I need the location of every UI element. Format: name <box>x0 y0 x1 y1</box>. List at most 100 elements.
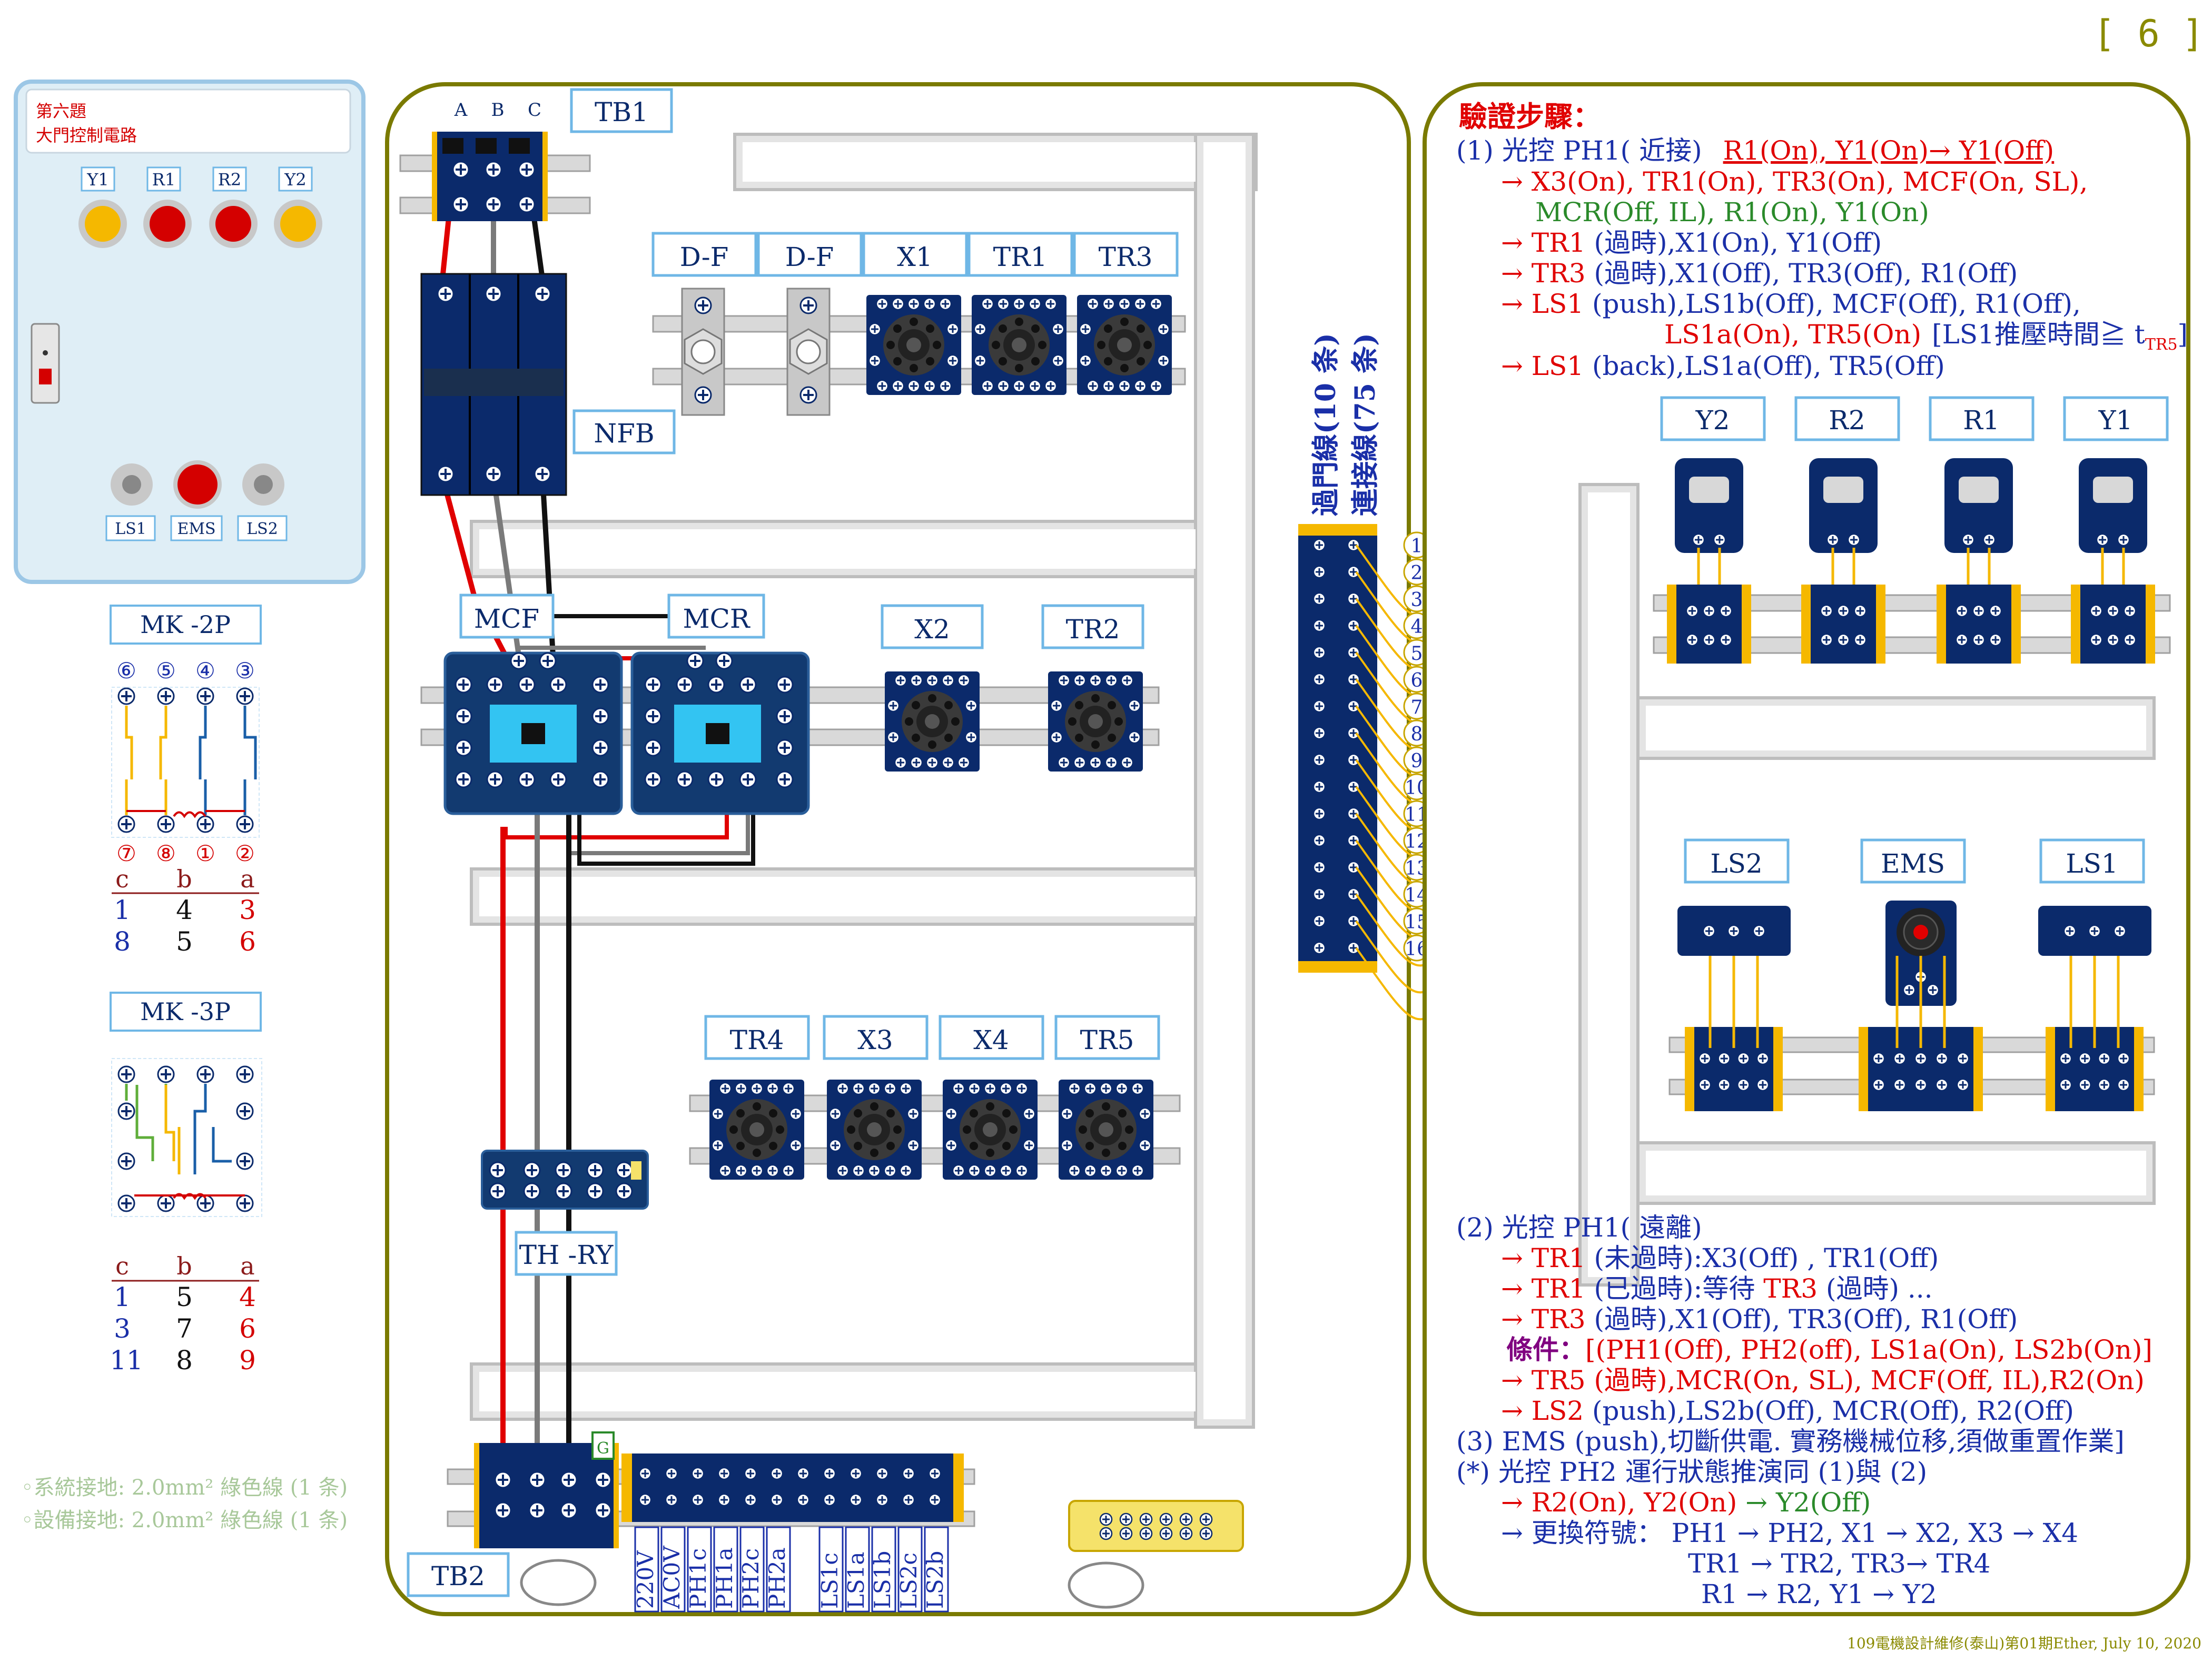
mid-row-components: X2 TR2 <box>881 604 1144 772</box>
svg-text:LS1a(On), TR5(On)[LS1推壓時間≧ tTR: LS1a(On), TR5(On)[LS1推壓時間≧ tTR5] <box>1664 319 2188 354</box>
tb2-terminal-label: PH1c <box>685 1548 711 1609</box>
bridge-number: 6 <box>1411 670 1423 691</box>
step1-result: R1(On), Y1(On)→ Y1(Off) <box>1723 135 2055 166</box>
fuse-holder-2 <box>786 288 831 416</box>
field-y1-tag: Y1 <box>2098 405 2133 436</box>
bridge-number: 2 <box>1411 562 1423 584</box>
lamp-label-y2: Y2 <box>284 170 306 190</box>
door-wire-note: 過門線(10 条) <box>1310 333 1342 516</box>
step1-line7-a: → LS1 <box>1501 351 1584 381</box>
ground-terminal-label: G <box>597 1439 609 1458</box>
tr3-tag: TR3 <box>1099 242 1153 272</box>
field-lamps: Y2 R2 R1 Y1 <box>1660 396 2169 664</box>
bridge-number: 7 <box>1411 697 1423 718</box>
mk3p-col-b: b <box>176 1252 192 1280</box>
field-r2-tag: R2 <box>1829 405 1865 436</box>
df2-tag: D-F <box>785 242 834 272</box>
step2-title: (2) 光控 PH1( 遠離) <box>1456 1212 1702 1243</box>
x1-tag: X1 <box>897 242 932 272</box>
step1-line6-c: ] <box>2178 319 2188 350</box>
tb2-terminal-label: LS2c <box>896 1553 922 1609</box>
step2-condition: [(PH1(Off), PH2(off), LS1a(On), LS2b(On)… <box>1585 1334 2152 1365</box>
x4-tag: X4 <box>973 1025 1009 1055</box>
step1-line4-a: → TR3 <box>1501 258 1586 289</box>
step2-line5-b: (過時),MCR(On, SL), MCF(Off, IL),R2(On) <box>1586 1365 2145 1396</box>
step1-line1: → X3(On), TR1(On), TR3(On), MCF(On, SL), <box>1501 166 2088 197</box>
step4-line3: TR1 → TR2, TR3→ TR4 <box>1688 1548 1991 1579</box>
step2-line2-c: TR3 <box>1755 1273 1818 1304</box>
field-lamp-lens <box>1959 477 1999 503</box>
ground-bar <box>1068 1500 1244 1552</box>
svg-text:→ TR5 (過時),MCR(On, SL), MCF(Of: → TR5 (過時),MCR(On, SL), MCF(Off, IL),R2(… <box>1501 1365 2145 1396</box>
step2-line3-b: (過時),X1(Off), TR3(Off), R1(Off) <box>1586 1304 2018 1334</box>
svg-text:→ LS1 (push),LS1b(Off), MCF(Of: → LS1 (push),LS1b(Off), MCF(Off), R1(Off… <box>1501 289 2081 319</box>
mk3p-col-c: c <box>115 1252 129 1280</box>
tb2-terminal-label: LS1b <box>870 1551 895 1609</box>
mk3p-title: MK -3P <box>140 997 231 1026</box>
x3-tag: X3 <box>857 1025 893 1055</box>
mk3p-cell: 11 <box>110 1345 143 1376</box>
mk2p-cell: 3 <box>239 895 256 925</box>
ls2-button[interactable] <box>254 475 273 494</box>
mk3p-cell: 9 <box>239 1345 256 1376</box>
power-switch[interactable] <box>31 323 60 404</box>
field-ls1-tag: LS1 <box>2066 848 2118 879</box>
footer-text: 109電機設計維修(泰山)第01期Ether, July 10, 2020 <box>1847 1635 2201 1652</box>
panel-buttons: LS1 EMS LS2 <box>105 460 288 541</box>
step4-line1-a: → R2(On), Y2(On) <box>1501 1487 1737 1518</box>
step4-line4: R1 → R2, Y1 → Y2 <box>1701 1579 1937 1609</box>
lamp-label-r2: R2 <box>218 170 241 190</box>
step2-line6-b: (push),LS2b(Off), MCR(Off), R2(Off) <box>1584 1396 2074 1426</box>
svg-text:條件：[(PH1(Off), PH2(off), LS1a(: 條件：[(PH1(Off), PH2(off), LS1a(On), LS2b(… <box>1506 1334 2152 1365</box>
field-lamp-body <box>2079 458 2147 553</box>
step3-b: (push),切斷供電. 實務機械位移,須做重置作業] <box>1566 1426 2125 1457</box>
step1-line5-b: (push),LS1b(Off), MCF(Off), R1(Off), <box>1584 289 2081 319</box>
step2-line1-a: → TR1 <box>1501 1243 1586 1273</box>
mk3p-cell: 8 <box>176 1345 193 1376</box>
tr1-tag: TR1 <box>993 242 1048 272</box>
fuse-holder-1 <box>681 288 725 416</box>
mk2p-pin-7: ⑦ <box>116 841 136 866</box>
mk2p-pin-5: ⑤ <box>156 658 176 684</box>
svg-text:→ TR1 (未過時):X3(Off) , TR1(Off): → TR1 (未過時):X3(Off) , TR1(Off) <box>1501 1243 1939 1273</box>
lamp-y2 <box>280 206 316 242</box>
ems-button[interactable] <box>177 464 218 505</box>
thermal-relay: TH -RY <box>481 1150 649 1276</box>
link-wire-note: 連接線(75 条) <box>1349 333 1381 516</box>
tb2-terminal-label: PH2c <box>738 1548 764 1609</box>
tb2-terminal-label: AC0V <box>659 1546 685 1609</box>
tr2-tag: TR2 <box>1066 614 1120 645</box>
mk3p-cell: 3 <box>114 1313 131 1344</box>
ls1-label: LS1 <box>115 520 146 538</box>
field-r1-tag: R1 <box>1963 405 1999 436</box>
mk3p-cell: 5 <box>176 1282 193 1312</box>
ls2-label: LS2 <box>246 520 278 538</box>
step2-line3-a: → TR3 <box>1501 1304 1586 1334</box>
ground-note-equipment: ◦設備接地: 2.0mm² 綠色線 (1 条) <box>21 1508 348 1532</box>
mk2p-col-b: b <box>176 865 192 893</box>
tb2-terminal-label: LS1a <box>843 1552 869 1609</box>
mk2p-cell: 8 <box>114 926 131 957</box>
svg-text:(3) EMS (push),切斷供電. 實務機械位移,須做: (3) EMS (push),切斷供電. 實務機械位移,須做重置作業] <box>1456 1426 2125 1457</box>
mk3p-cell: 1 <box>114 1282 131 1312</box>
bridge-number: 8 <box>1411 724 1423 745</box>
ems-label: EMS <box>177 520 215 538</box>
field-lamp-body <box>1809 458 1878 553</box>
step3-a: (3) EMS <box>1456 1426 1566 1457</box>
step1-line6-sub: TR5 <box>2145 335 2178 354</box>
field-ls2-tag: LS2 <box>1710 848 1762 879</box>
step2-line1-b: (未過時):X3(Off) , TR1(Off) <box>1586 1243 1939 1273</box>
nfb: NFB <box>420 273 676 496</box>
step1-line6-b: [LS1推壓時間≧ t <box>1932 319 2145 350</box>
step4-title: (*) 光控 PH2 運行狀態推演同 (1)與 (2) <box>1456 1457 1927 1487</box>
contactors: MCF MCR <box>443 594 810 815</box>
lamp-y1 <box>85 206 121 242</box>
tb2-terminal-label: 220V <box>633 1550 658 1609</box>
ls1-button[interactable] <box>122 475 141 494</box>
ground-note-system: ◦系統接地: 2.0mm² 綠色線 (1 条) <box>21 1476 348 1500</box>
mk2p-cell: 1 <box>114 895 131 925</box>
tb2-terminal-label: PH1a <box>712 1547 737 1609</box>
field-lamp-body <box>1675 458 1743 553</box>
svg-text:→ TR3 (過時),X1(Off), TR3(Off),: → TR3 (過時),X1(Off), TR3(Off), R1(Off) <box>1501 1304 2018 1334</box>
